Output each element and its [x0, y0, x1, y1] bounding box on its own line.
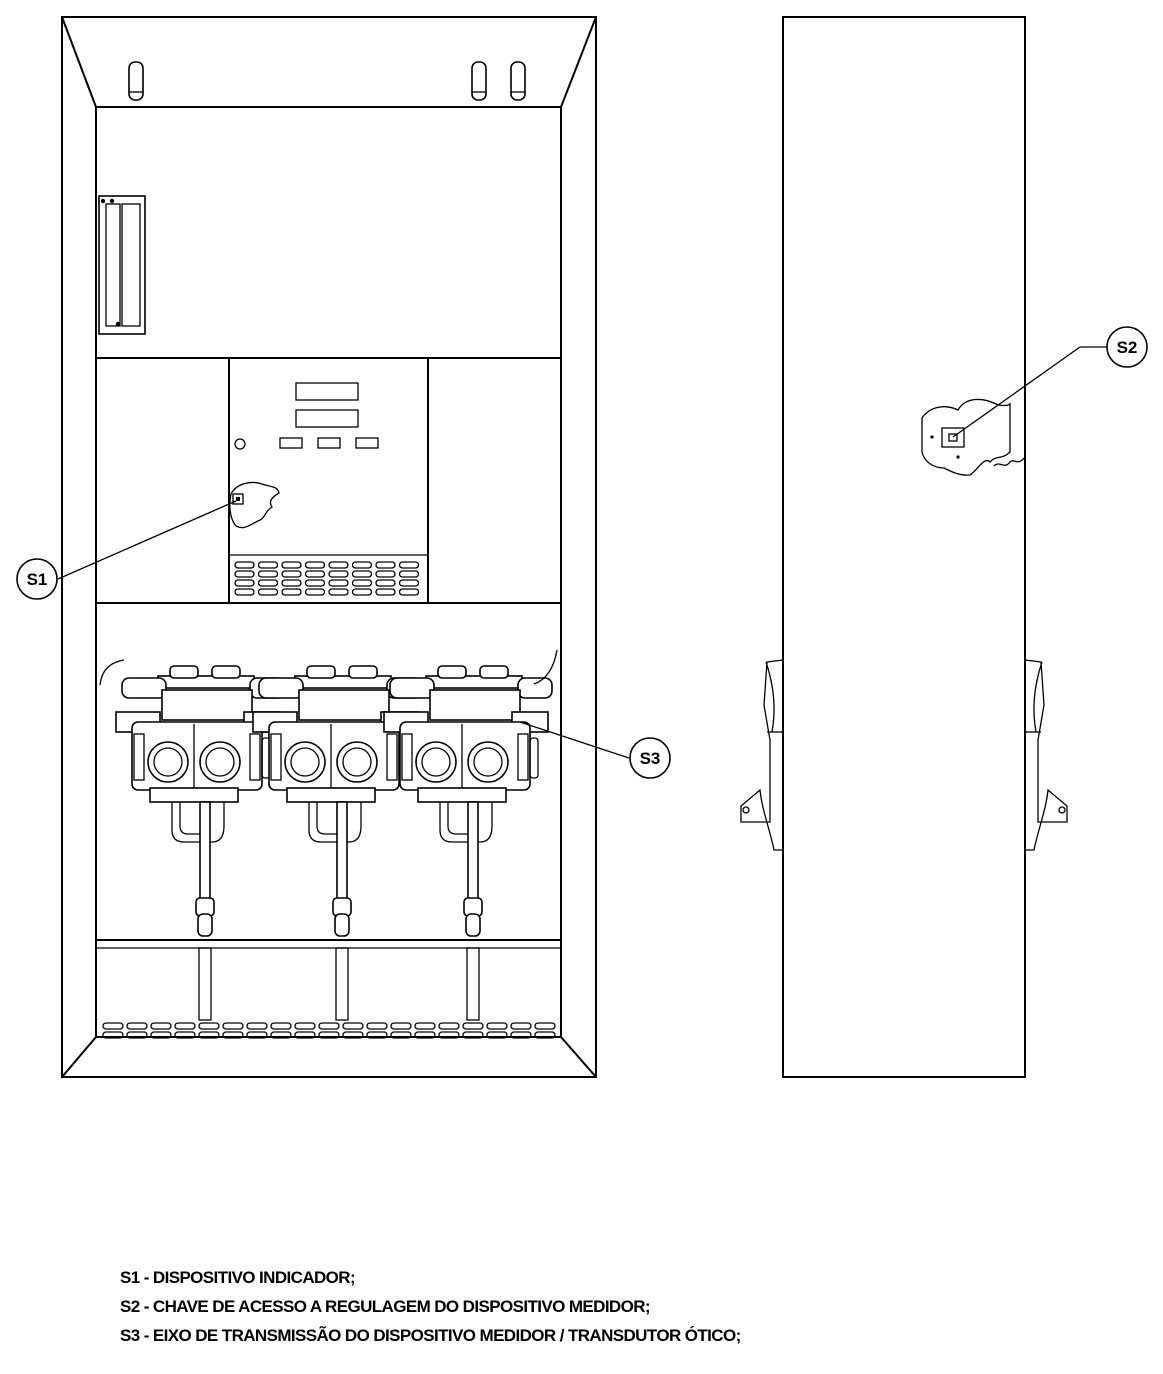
legend-item-s3: S3 - EIXO DE TRANSMISSÃO DO DISPOSITIVO … — [120, 1326, 741, 1345]
callout-s2-bubble — [1106, 326, 1148, 368]
seal-legend: S1 - DISPOSITIVO INDICADOR; S2 - CHAVE D… — [120, 1263, 741, 1350]
cabinet-inner-frame — [95, 106, 562, 1038]
callout-s3-bubble — [629, 737, 671, 779]
door-handle — [98, 195, 146, 335]
callout-s1-label: S1 — [27, 570, 48, 589]
meter-assemblies — [115, 665, 553, 1021]
callout-s2-label: S2 — [1117, 338, 1138, 357]
side-view-outline — [782, 16, 1026, 1078]
side-bracket-left — [740, 659, 784, 851]
legend-item-s2: S2 - CHAVE DE ACESSO A REGULAGEM DO DISP… — [120, 1297, 651, 1316]
indicator-device-panel — [228, 357, 429, 604]
seal-s1-location — [229, 481, 280, 529]
front-view-cabinet — [61, 16, 597, 1078]
callout-s1-bubble — [16, 558, 58, 600]
callout-s3-label: S3 — [640, 749, 661, 768]
legend-item-s1: S1 - DISPOSITIVO INDICADOR; — [120, 1268, 356, 1287]
cabinet-outer-frame — [61, 16, 597, 1078]
side-view-cabinet — [740, 16, 1068, 1078]
cable-glands — [128, 61, 526, 101]
callout-s2: S2 — [952, 326, 1148, 438]
seal-s2-location — [921, 398, 1011, 476]
callout-s1: S1 — [16, 500, 237, 600]
indicator-vent-slots — [234, 561, 420, 596]
callout-s3: S3 — [519, 721, 671, 779]
side-bracket-right — [1024, 659, 1068, 851]
meter-assembly — [383, 665, 553, 1021]
bottom-vent-strip — [102, 1022, 556, 1039]
